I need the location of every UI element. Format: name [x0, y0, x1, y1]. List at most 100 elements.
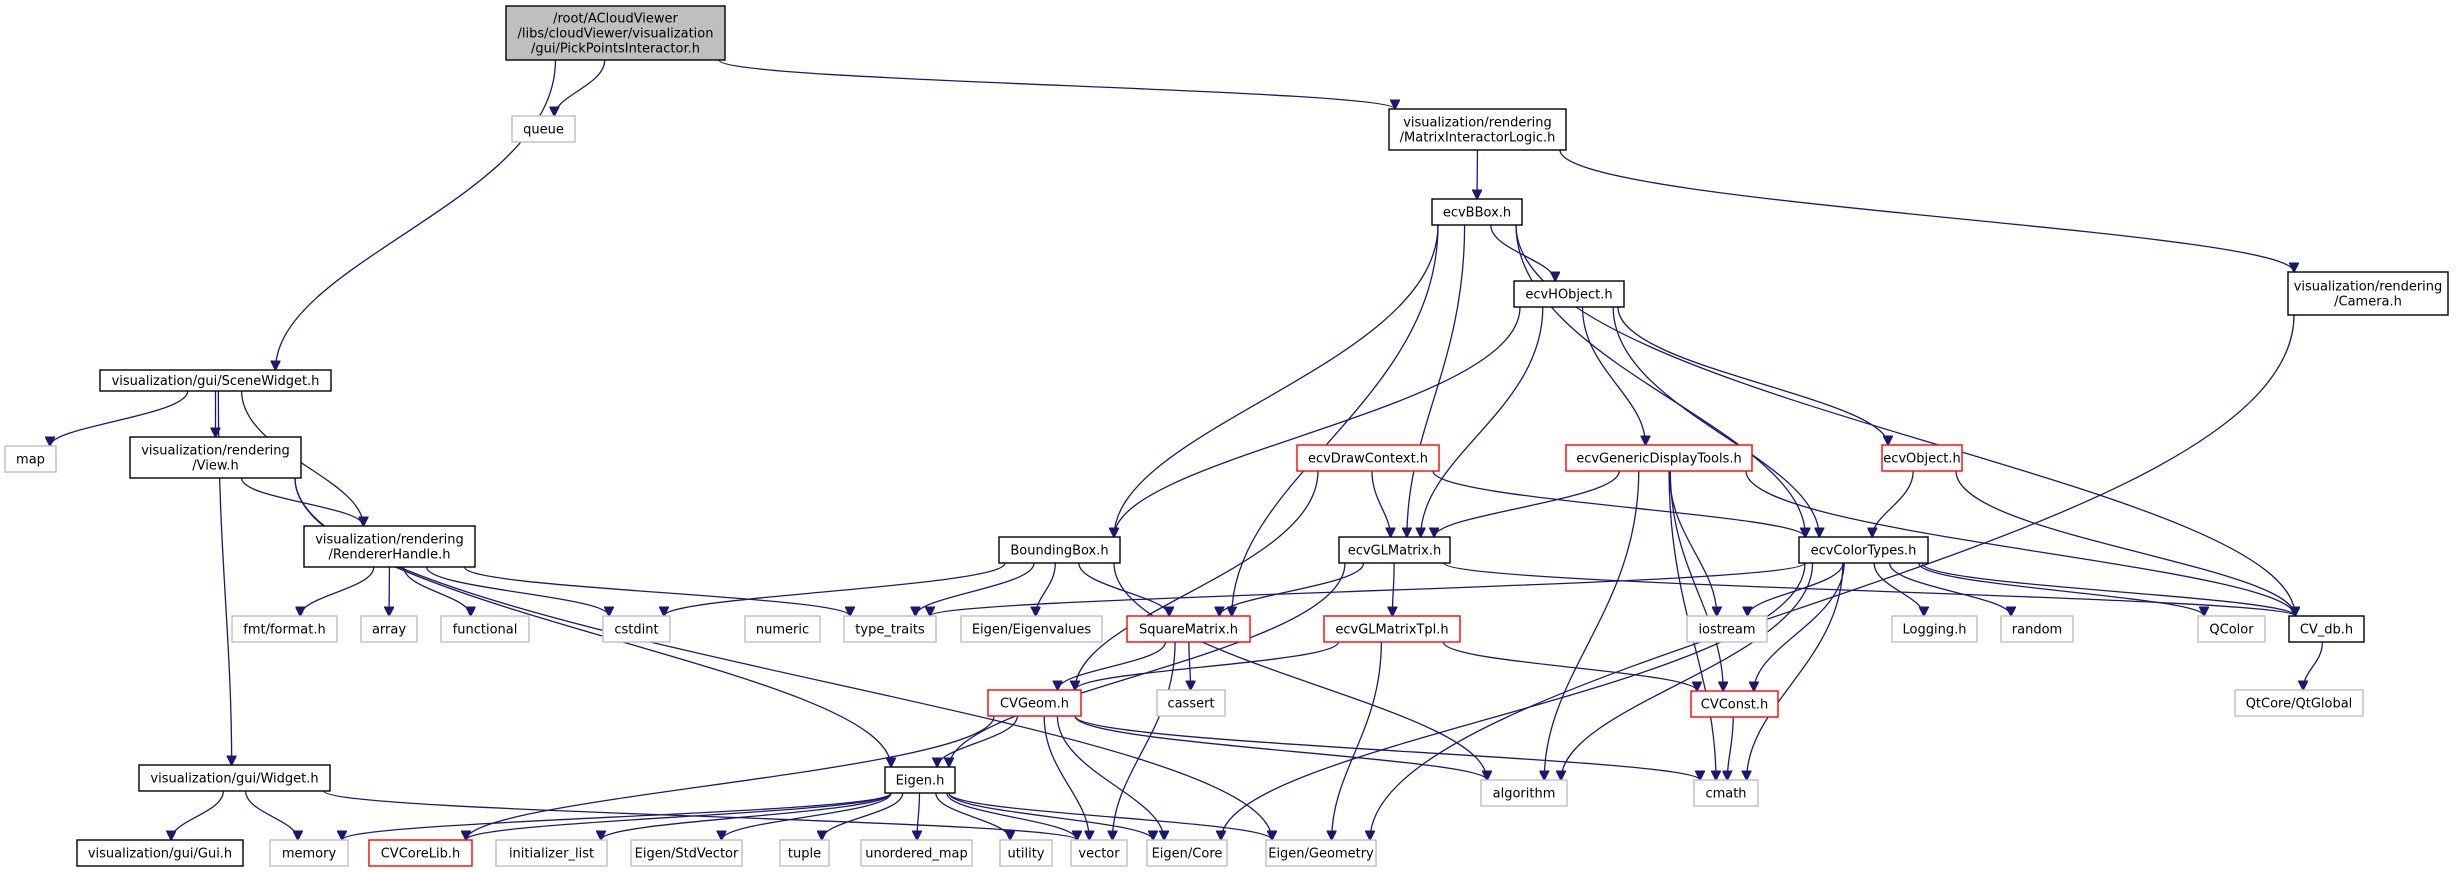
- edge-eigen-to-tuple: [822, 792, 904, 840]
- node-squarematrix[interactable]: SquareMatrix.h: [1126, 615, 1251, 643]
- edge-layer: [50, 59, 2324, 841]
- edge-widget-to-vector: [323, 790, 1077, 840]
- node-ecvglmatrix[interactable]: ecvGLMatrix.h: [1338, 536, 1451, 564]
- node-ecvglmatrixtpl[interactable]: ecvGLMatrixTpl.h: [1323, 615, 1461, 643]
- node-label: /View.h: [192, 459, 238, 474]
- node-iostream[interactable]: iostream: [1686, 615, 1768, 643]
- node-box: [303, 525, 476, 568]
- node-tuple[interactable]: tuple: [779, 839, 830, 867]
- node-gui[interactable]: visualization/gui/Gui.h: [76, 839, 244, 867]
- edge-ecvobject-to-cv-db: [1955, 470, 2295, 616]
- edge-ecvglmatrix-to-cv-db: [1443, 562, 2295, 616]
- node-cvcorelib[interactable]: CVCoreLib.h: [368, 839, 473, 867]
- edge-ecvdrawcontext-to-ecvcolortypes: [1432, 470, 1805, 537]
- node-qcolor[interactable]: QColor: [2197, 615, 2266, 643]
- node-ecvdrawcontext[interactable]: ecvDrawContext.h: [1296, 444, 1440, 472]
- edge-widget-to-gui: [171, 790, 224, 840]
- node-initializer-list[interactable]: initializer_list: [495, 839, 608, 867]
- node-box: [2288, 615, 2365, 643]
- node-utility[interactable]: utility: [999, 839, 1053, 867]
- node-box: [1265, 839, 1377, 867]
- node-cmath[interactable]: cmath: [1693, 779, 1759, 807]
- node-box: [269, 839, 349, 867]
- node-ecvgenericdisplaytools[interactable]: ecvGenericDisplayTools.h: [1565, 444, 1753, 472]
- node-eigen-stdvector[interactable]: Eigen/StdVector: [630, 839, 743, 867]
- node-cv-db[interactable]: CV_db.h: [2288, 615, 2365, 643]
- node-box: [1891, 615, 1978, 643]
- node-eigen-geometry[interactable]: Eigen/Geometry: [1265, 839, 1377, 867]
- edge-cvgeom-to-algorithm: [1074, 715, 1487, 780]
- edge-root-to-matrixinteractorlogic: [718, 59, 1395, 109]
- edge-eigen-to-cvcorelib: [466, 792, 892, 840]
- node-label: map: [16, 453, 45, 468]
- node-queue[interactable]: queue: [511, 115, 576, 143]
- node-algorithm[interactable]: algorithm: [1480, 779, 1568, 807]
- node-ecvcolortypes[interactable]: ecvColorTypes.h: [1798, 536, 1929, 564]
- edge-ecvbbox-to-ecvcolortypes: [1515, 224, 1806, 537]
- node-eigen-eigenvalues[interactable]: Eigen/Eigenvalues: [960, 615, 1103, 643]
- node-widget[interactable]: visualization/gui/Widget.h: [138, 764, 331, 792]
- edge-ecvobject-to-ecvcolortypes: [1872, 470, 1914, 537]
- node-label: Logging.h: [1903, 623, 1967, 638]
- node-ecvhobject[interactable]: ecvHObject.h: [1513, 280, 1625, 308]
- node-box: [1431, 198, 1523, 226]
- node-label: /RendererHandle.h: [329, 548, 451, 563]
- node-scenewidget[interactable]: visualization/gui/SceneWidget.h: [99, 369, 332, 392]
- node-label: visualization/gui/SceneWidget.h: [112, 374, 320, 389]
- edge-ecvhobject-to-ecvgenericdisplaytools: [1581, 306, 1646, 445]
- node-label: ecvColorTypes.h: [1811, 544, 1917, 559]
- node-box: [129, 436, 302, 479]
- node-random[interactable]: random: [2000, 615, 2074, 643]
- node-cvconst[interactable]: CVConst.h: [1690, 690, 1779, 718]
- node-box: [1070, 839, 1128, 867]
- node-map[interactable]: map: [4, 445, 57, 473]
- node-label: CVConst.h: [1701, 698, 1768, 713]
- node-qtglobal[interactable]: QtCore/QtGlobal: [2234, 689, 2364, 717]
- node-numeric[interactable]: numeric: [744, 615, 821, 643]
- node-ecvbbox[interactable]: ecvBBox.h: [1431, 198, 1523, 226]
- node-label: iostream: [1698, 623, 1755, 638]
- node-cassert[interactable]: cassert: [1156, 689, 1226, 717]
- node-label: vector: [1078, 847, 1120, 862]
- node-label: ecvGLMatrixTpl.h: [1335, 623, 1448, 638]
- node-logging[interactable]: Logging.h: [1891, 615, 1978, 643]
- node-type-traits[interactable]: type_traits: [843, 615, 937, 643]
- node-label: BoundingBox.h: [1010, 544, 1108, 559]
- node-array[interactable]: array: [360, 615, 418, 643]
- node-box: [1690, 690, 1779, 718]
- node-root[interactable]: /root/ACloudViewer/libs/cloudViewer/visu…: [505, 5, 726, 61]
- edge-cv-db-to-qtglobal: [2303, 641, 2324, 690]
- node-camera[interactable]: visualization/rendering/Camera.h: [2287, 271, 2449, 316]
- edge-boundingbox-to-type-traits: [915, 562, 1035, 616]
- node-eigen[interactable]: Eigen.h: [884, 766, 956, 794]
- node-box: [987, 689, 1082, 717]
- node-rendererhandle[interactable]: visualization/rendering/RendererHandle.h: [303, 525, 476, 568]
- node-box: [495, 839, 608, 867]
- node-cvgeom[interactable]: CVGeom.h: [987, 689, 1082, 717]
- node-box: [511, 115, 576, 143]
- node-vector[interactable]: vector: [1070, 839, 1128, 867]
- node-unordered-map[interactable]: unordered_map: [860, 839, 973, 867]
- node-ecvobject[interactable]: ecvObject.h: [1881, 444, 1963, 472]
- node-label: visualization/rendering: [315, 533, 464, 548]
- edge-ecvcolortypes-to-eigen-core: [1221, 562, 1806, 840]
- node-cstdint[interactable]: cstdint: [602, 615, 671, 643]
- node-label: CV_db.h: [2300, 623, 2353, 638]
- node-label: SquareMatrix.h: [1139, 623, 1238, 638]
- edge-ecvgenericdisplaytools-to-algorithm: [1544, 470, 1640, 780]
- edge-ecvcolortypes-to-algorithm: [1561, 562, 1814, 780]
- node-functional[interactable]: functional: [440, 615, 530, 643]
- node-label: CVGeom.h: [1000, 697, 1069, 712]
- edge-eigen-to-initializer-list: [601, 792, 892, 841]
- node-view[interactable]: visualization/rendering/View.h: [129, 436, 302, 479]
- node-fmt-format[interactable]: fmt/format.h: [231, 615, 338, 643]
- node-layer: /root/ACloudViewer/libs/cloudViewer/visu…: [4, 5, 2449, 867]
- node-box: [2234, 689, 2364, 717]
- node-memory[interactable]: memory: [269, 839, 349, 867]
- node-matrixinteractorlogic[interactable]: visualization/rendering/MatrixInteractor…: [1388, 108, 1567, 151]
- edge-cvconst-to-cmath: [1727, 716, 1734, 780]
- node-box: [505, 5, 726, 61]
- node-boundingbox[interactable]: BoundingBox.h: [998, 536, 1121, 564]
- node-eigen-core[interactable]: Eigen/Core: [1146, 839, 1228, 867]
- node-box: [138, 764, 331, 792]
